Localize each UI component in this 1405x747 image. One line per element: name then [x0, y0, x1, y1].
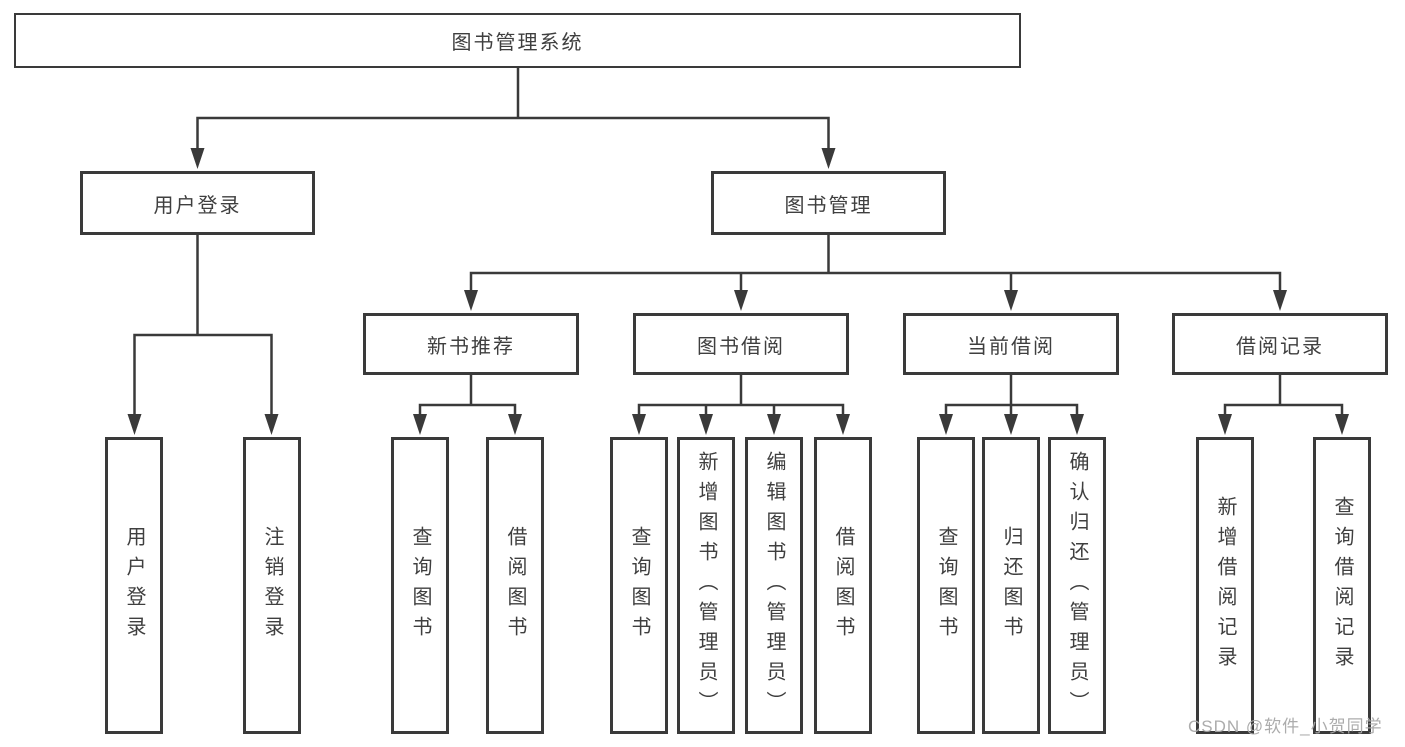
leaf-label: 查询图书 — [628, 525, 650, 646]
node-new-book-recommend: 新书推荐 — [363, 313, 579, 375]
node-label: 当前借阅 — [967, 335, 1055, 358]
csdn-watermark: CSDN @软件_小贺同学 — [1188, 717, 1383, 736]
leaf-query-books-borrowing: 查询图书 — [610, 437, 668, 734]
leaf-label: 查询图书 — [935, 525, 957, 646]
leaf-label: 确认归还（管理员） — [1066, 450, 1088, 721]
leaf-label: 查询借阅记录 — [1331, 495, 1353, 676]
leaf-query-borrow-record: 查询借阅记录 — [1313, 437, 1371, 734]
node-current-borrowing: 当前借阅 — [903, 313, 1119, 375]
leaf-label: 用户登录 — [123, 525, 145, 646]
leaf-confirm-return-admin: 确认归还（管理员） — [1048, 437, 1106, 734]
node-label: 图书管理系统 — [451, 32, 584, 54]
leaf-logout: 注销登录 — [243, 437, 301, 734]
node-borrowing-records: 借阅记录 — [1172, 313, 1388, 375]
leaf-label: 借阅图书 — [832, 525, 854, 646]
node-label: 新书推荐 — [427, 335, 515, 358]
leaf-label: 注销登录 — [261, 525, 283, 646]
leaf-label: 借阅图书 — [504, 525, 526, 646]
leaf-edit-books-admin: 编辑图书（管理员） — [745, 437, 803, 734]
leaf-label: 查询图书 — [409, 525, 431, 646]
node-book-borrowing: 图书借阅 — [633, 313, 849, 375]
node-user-login-branch: 用户登录 — [80, 171, 315, 235]
node-label: 图书管理 — [784, 194, 873, 217]
leaf-add-books-admin: 新增图书（管理员） — [677, 437, 735, 734]
leaf-add-borrow-record: 新增借阅记录 — [1196, 437, 1254, 734]
arrowheads — [127, 148, 1349, 435]
leaf-label: 新增借阅记录 — [1214, 495, 1236, 676]
leaf-borrow-books-recommend: 借阅图书 — [486, 437, 544, 734]
node-library-management-system: 图书管理系统 — [14, 13, 1021, 68]
leaf-user-login: 用户登录 — [105, 437, 163, 734]
leaf-query-books-recommend: 查询图书 — [391, 437, 449, 734]
leaf-return-books: 归还图书 — [982, 437, 1040, 734]
leaf-label: 归还图书 — [1000, 525, 1022, 646]
leaf-label: 新增图书（管理员） — [695, 450, 717, 721]
leaf-query-books-current: 查询图书 — [917, 437, 975, 734]
node-label: 图书借阅 — [697, 335, 785, 358]
leaf-borrow-books: 借阅图书 — [814, 437, 872, 734]
node-label: 借阅记录 — [1236, 335, 1324, 358]
node-label: 用户登录 — [153, 194, 242, 217]
node-book-management-branch: 图书管理 — [711, 171, 946, 235]
tree-edges — [133, 66, 1344, 420]
leaf-label: 编辑图书（管理员） — [763, 450, 785, 721]
